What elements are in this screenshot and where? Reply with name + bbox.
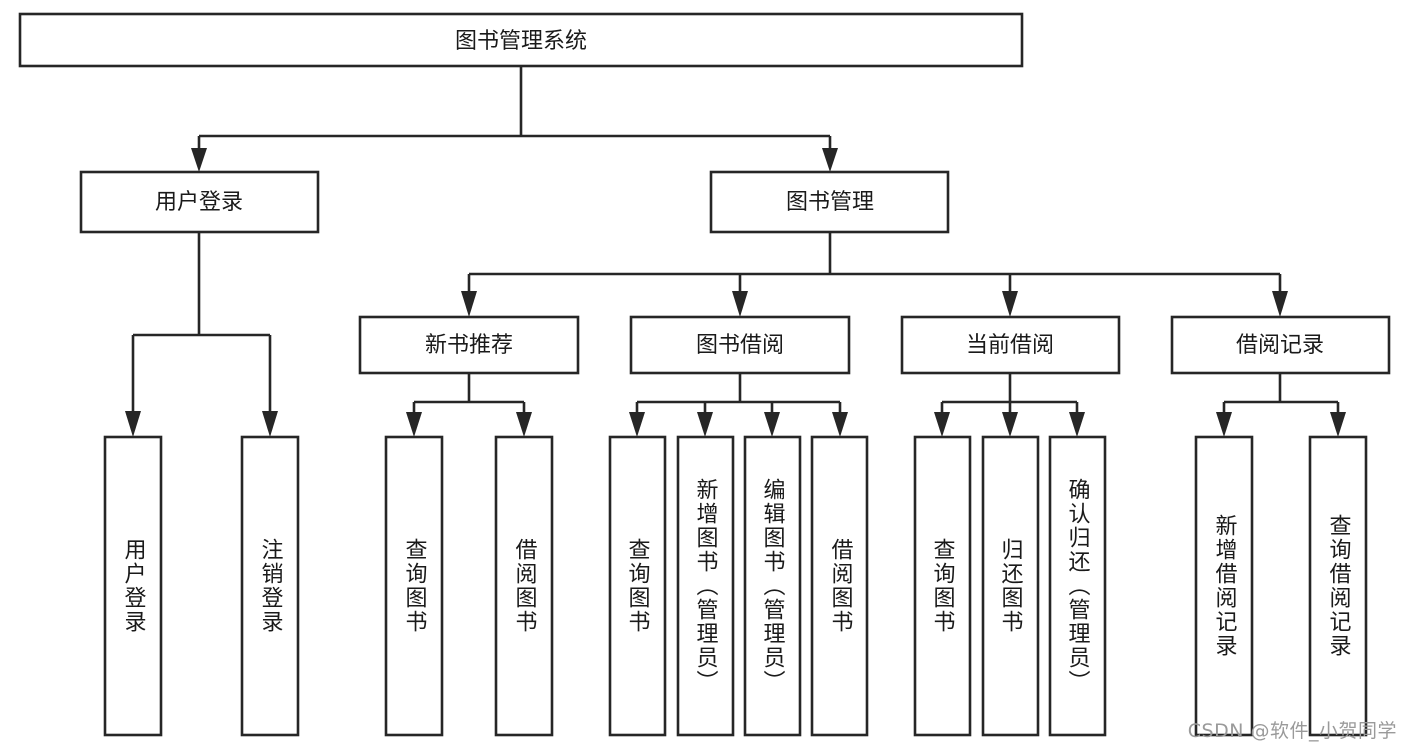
node-borrow-records-box[interactable] [1170,315,1391,375]
arrow-head-current-borrow [1002,291,1018,317]
node-root-box[interactable] [18,12,1024,68]
leaf-node-current-borrow-2[interactable]: 确认归还（管理员） [1048,435,1107,737]
leaf-node-new-book-1-box[interactable] [494,435,554,737]
leaf-node-book-borrow-1[interactable]: 新增图书（管理员） [676,435,735,737]
node-user-login-label: 用户登录 [155,190,243,215]
leaf-node-new-book-0[interactable]: 查询图书 [384,435,444,737]
leaf-node-current-borrow-0-box[interactable] [913,435,972,737]
node-new-book-recommend[interactable]: 新书推荐 [358,315,580,375]
leaf-node-current-borrow-2-box[interactable] [1048,435,1107,737]
node-user-login[interactable]: 用户登录 [79,170,320,234]
leaf-node-user-login-1-label: 注销登录 [258,538,284,634]
arrow-head-leaf-current-borrow-2 [1069,412,1085,437]
node-borrow-records-label: 借阅记录 [1236,333,1324,358]
node-borrow-records[interactable]: 借阅记录 [1170,315,1391,375]
leaf-node-new-book-1-label: 借阅图书 [512,538,538,634]
node-current-borrow-box[interactable] [900,315,1121,375]
node-book-borrow[interactable]: 图书借阅 [629,315,851,375]
leaf-node-current-borrow-1-label: 归还图书 [998,538,1024,634]
leaf-node-user-login-1[interactable]: 注销登录 [240,435,300,737]
leaf-node-borrow-records-0-box[interactable] [1194,435,1254,737]
arrow-head-leaf-borrow-records-1 [1330,412,1346,437]
node-user-login-box[interactable] [79,170,320,234]
leaf-node-borrow-records-1[interactable]: 查询借阅记录 [1308,435,1368,737]
leaf-node-book-borrow-3-label: 借阅图书 [828,538,854,634]
arrow-head-leaf-current-borrow-1 [1002,412,1018,437]
leaf-node-book-borrow-0[interactable]: 查询图书 [608,435,667,737]
arrow-head-user-login [191,148,207,172]
node-book-borrow-label: 图书借阅 [696,333,784,358]
node-book-borrow-box[interactable] [629,315,851,375]
arrow-head-leaf-user-login-1 [262,411,278,437]
leaf-node-book-borrow-2-label: 编辑图书（管理员） [760,478,786,694]
arrow-head-leaf-new-book-1 [516,412,532,437]
leaf-node-current-borrow-2-label: 确认归还（管理员） [1065,478,1091,694]
connector-layer [125,66,1346,437]
node-new-book-recommend-box[interactable] [358,315,580,375]
arrow-head-leaf-new-book-0 [406,412,422,437]
leaf-node-book-borrow-2[interactable]: 编辑图书（管理员） [743,435,802,737]
node-current-borrow-label: 当前借阅 [966,333,1054,358]
arrow-head-leaf-book-borrow-0 [629,412,645,437]
leaf-node-book-borrow-0-box[interactable] [608,435,667,737]
leaf-node-user-login-0-label: 用户登录 [121,538,147,634]
leaf-node-user-login-0-box[interactable] [103,435,163,737]
arrow-head-book-manage [822,148,838,172]
leaf-node-current-borrow-0[interactable]: 查询图书 [913,435,972,737]
arrow-head-leaf-user-login-0 [125,411,141,437]
leaf-node-borrow-records-1-box[interactable] [1308,435,1368,737]
leaf-node-book-borrow-0-label: 查询图书 [625,538,651,634]
arrow-head-borrow-records [1272,291,1288,317]
node-new-book-recommend-label: 新书推荐 [425,333,513,358]
arrow-head-book-borrow [732,291,748,317]
node-book-manage-label: 图书管理 [786,190,874,215]
leaf-node-new-book-0-box[interactable] [384,435,444,737]
leaf-node-new-book-1[interactable]: 借阅图书 [494,435,554,737]
leaf-node-current-borrow-1[interactable]: 归还图书 [981,435,1040,737]
leaf-node-borrow-records-0-label: 新增借阅记录 [1212,514,1238,658]
node-root[interactable]: 图书管理系统 [18,12,1024,68]
csdn-watermark: CSDN @软件_小贺同学 [1187,720,1397,742]
leaf-node-current-borrow-1-box[interactable] [981,435,1040,737]
arrow-head-new-book [461,291,477,317]
leaf-node-borrow-records-1-label: 查询借阅记录 [1326,514,1352,658]
leaf-node-user-login-0[interactable]: 用户登录 [103,435,163,737]
leaf-node-book-borrow-3-box[interactable] [810,435,869,737]
leaf-node-book-borrow-1-box[interactable] [676,435,735,737]
arrow-head-leaf-book-borrow-1 [697,412,713,437]
node-book-manage[interactable]: 图书管理 [709,170,950,234]
node-root-label: 图书管理系统 [455,29,587,54]
arrow-head-leaf-borrow-records-0 [1216,412,1232,437]
leaf-node-book-borrow-1-label: 新增图书（管理员） [693,478,719,694]
leaf-node-new-book-0-label: 查询图书 [402,538,428,634]
arrow-head-leaf-book-borrow-3 [832,412,848,437]
leaf-node-borrow-records-0[interactable]: 新增借阅记录 [1194,435,1254,737]
leaf-node-user-login-1-box[interactable] [240,435,300,737]
leaf-node-current-borrow-0-label: 查询图书 [930,538,956,634]
node-current-borrow[interactable]: 当前借阅 [900,315,1121,375]
arrow-head-leaf-book-borrow-2 [764,412,780,437]
arrow-head-leaf-current-borrow-0 [934,412,950,437]
leaf-node-book-borrow-2-box[interactable] [743,435,802,737]
leaf-node-book-borrow-3[interactable]: 借阅图书 [810,435,869,737]
node-book-manage-box[interactable] [709,170,950,234]
